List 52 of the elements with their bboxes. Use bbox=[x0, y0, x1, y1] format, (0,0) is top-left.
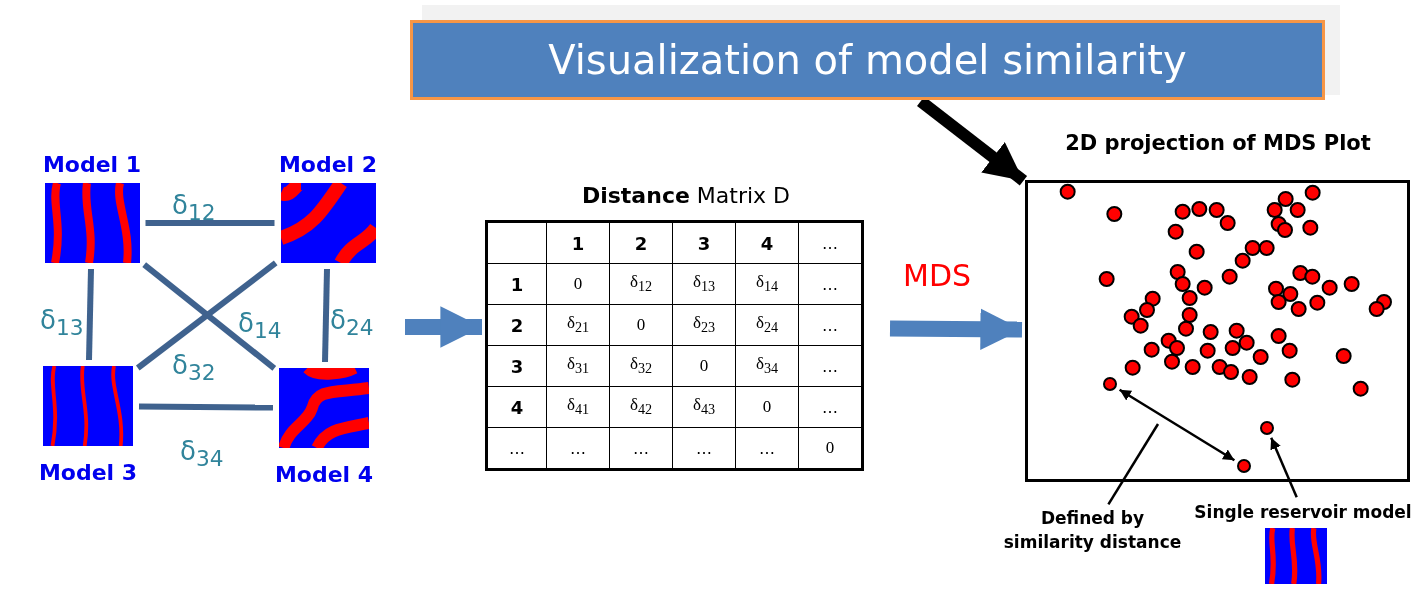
data-point bbox=[1237, 459, 1251, 473]
matrix-entry: δ$_{14}$ bbox=[735, 263, 799, 305]
edge-label: δ$_{14}$ bbox=[238, 308, 282, 344]
title-banner: Visualization of model similarity bbox=[410, 20, 1325, 100]
matrix-entry: δ$_{32}$ bbox=[609, 345, 673, 387]
matrix-entry: 0 bbox=[609, 304, 673, 346]
edge-label: δ$_{13}$ bbox=[40, 305, 84, 341]
data-point bbox=[1260, 421, 1274, 435]
matrix-entry: δ$_{23}$ bbox=[672, 304, 736, 346]
matrix-entry: δ$_{41}$ bbox=[546, 386, 610, 428]
matrix-entry: δ$_{42}$ bbox=[609, 386, 673, 428]
matrix-entry: δ$_{12}$ bbox=[609, 263, 673, 305]
column-header: 3 bbox=[672, 221, 736, 264]
block-arrow bbox=[405, 306, 482, 348]
model-heading: Model 3 bbox=[38, 460, 138, 485]
matrix-entry: 0 bbox=[735, 386, 799, 428]
matrix-entry: δ$_{43}$ bbox=[672, 386, 736, 428]
model-heading: Model 1 bbox=[41, 152, 143, 177]
edge-label: δ$_{32}$ bbox=[172, 350, 216, 386]
data-point bbox=[1103, 377, 1117, 391]
arrow bbox=[1270, 437, 1298, 498]
annotation-text: Single reservoir model bbox=[1183, 500, 1423, 524]
matrix-entry: δ$_{31}$ bbox=[546, 345, 610, 387]
matrix-entry: 0 bbox=[672, 345, 736, 387]
connector-line bbox=[86, 268, 94, 361]
matrix-entry: δ$_{24}$ bbox=[735, 304, 799, 346]
column-header: 4 bbox=[735, 221, 799, 264]
edge-label: δ$_{34}$ bbox=[180, 436, 224, 472]
column-header: 1 bbox=[546, 221, 610, 264]
model-heading: Model 4 bbox=[273, 462, 375, 487]
arrow bbox=[1118, 388, 1236, 462]
row-header: 3 bbox=[486, 345, 547, 387]
leader-line bbox=[1107, 423, 1160, 505]
edge-label: δ$_{12}$ bbox=[172, 190, 216, 226]
edge-label: MDS bbox=[903, 258, 972, 293]
matrix-title: Distance Matrix D bbox=[580, 183, 792, 208]
row-header: 1 bbox=[486, 263, 547, 305]
connector-line bbox=[145, 220, 275, 226]
block-arrow bbox=[889, 308, 1023, 350]
row-header: 2 bbox=[486, 304, 547, 346]
matrix-entry: δ$_{34}$ bbox=[735, 345, 799, 387]
connector-line bbox=[322, 268, 330, 363]
edge-label: δ$_{24}$ bbox=[330, 305, 374, 341]
column-header: 2 bbox=[609, 221, 673, 264]
matrix-entry: δ$_{13}$ bbox=[672, 263, 736, 305]
annotation-text: Defined by similarity distance bbox=[1000, 506, 1185, 554]
row-header: 4 bbox=[486, 386, 547, 428]
model-heading: Model 2 bbox=[277, 152, 379, 177]
plot-title: 2D projection of MDS Plot bbox=[1064, 131, 1372, 155]
connector-line bbox=[138, 403, 274, 411]
matrix-entry: 0 bbox=[546, 263, 610, 305]
matrix-entry: δ$_{21}$ bbox=[546, 304, 610, 346]
